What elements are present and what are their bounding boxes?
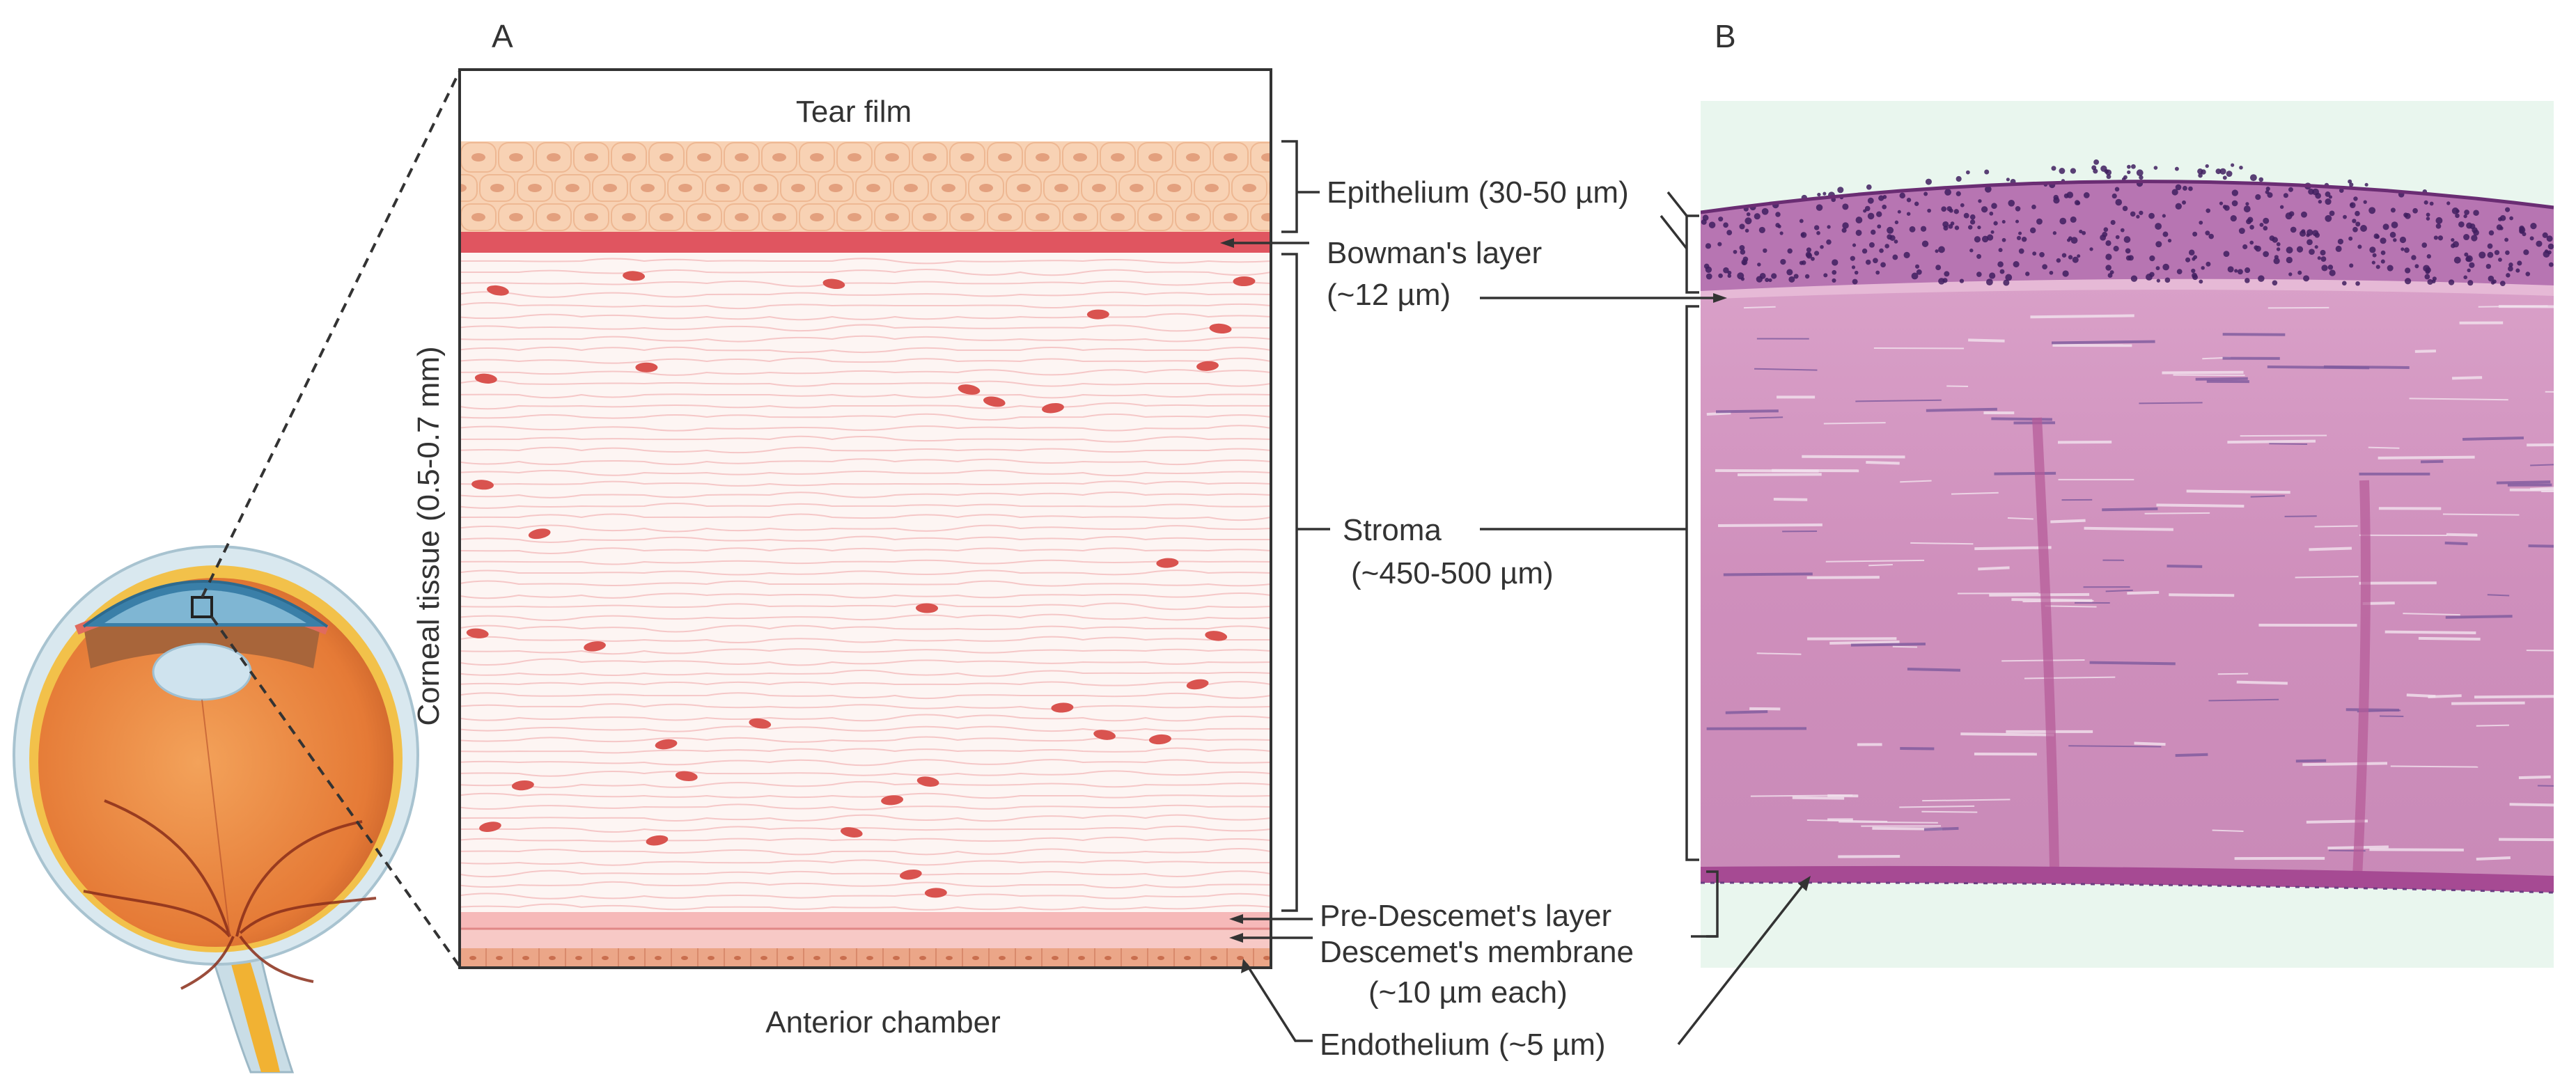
cornea-diagram bbox=[458, 68, 1272, 969]
pre-descemet-layer bbox=[460, 912, 1271, 929]
pre-descemet-label: Pre-Descemet's layer bbox=[1320, 899, 1611, 933]
eye-anatomy-icon bbox=[13, 545, 419, 1074]
annotation-brackets bbox=[1226, 140, 1330, 1042]
histology-arrowheads bbox=[1713, 293, 1811, 891]
zoom-line-bottom bbox=[210, 615, 461, 968]
stroma-layer bbox=[460, 253, 1271, 912]
tear-film-label: Tear film bbox=[796, 95, 912, 129]
epithelium-connector bbox=[1666, 191, 1688, 217]
keratocytes bbox=[466, 271, 1256, 898]
corneal-tissue-label: Corneal tissue (0.5-0.7 mm) bbox=[412, 346, 446, 725]
epithelium-cells bbox=[460, 142, 1271, 231]
panel-label-a: A bbox=[492, 18, 513, 54]
descemet-label: Descemet's membrane bbox=[1320, 935, 1634, 969]
stroma-label-line1: Stroma bbox=[1343, 513, 1442, 547]
endothelium-cells bbox=[460, 948, 1270, 968]
descemet-size-label: (~10 µm each) bbox=[1368, 975, 1568, 1010]
descemet-layer bbox=[460, 929, 1271, 948]
histology-image bbox=[1701, 101, 2554, 968]
bowman-layer bbox=[460, 232, 1271, 253]
stroma-fibers bbox=[460, 258, 1271, 911]
bowman-label-line2: (~12 µm) bbox=[1327, 278, 1451, 312]
annotation-arrowheads bbox=[1220, 238, 1251, 973]
panel-label-b: B bbox=[1715, 18, 1736, 54]
stroma-streaks bbox=[1706, 305, 2554, 861]
histology-annotations bbox=[1480, 214, 1805, 1046]
stroma-label-line2: (~450-500 µm) bbox=[1351, 556, 1554, 590]
epithelium-label: Epithelium (30-50 µm) bbox=[1327, 175, 1629, 210]
anterior-chamber-label: Anterior chamber bbox=[765, 1005, 1000, 1039]
bowman-label-line1: Bowman's layer bbox=[1327, 236, 1542, 270]
zoom-line-top bbox=[201, 70, 461, 598]
endothelium-label: Endothelium (~5 µm) bbox=[1320, 1028, 1606, 1062]
